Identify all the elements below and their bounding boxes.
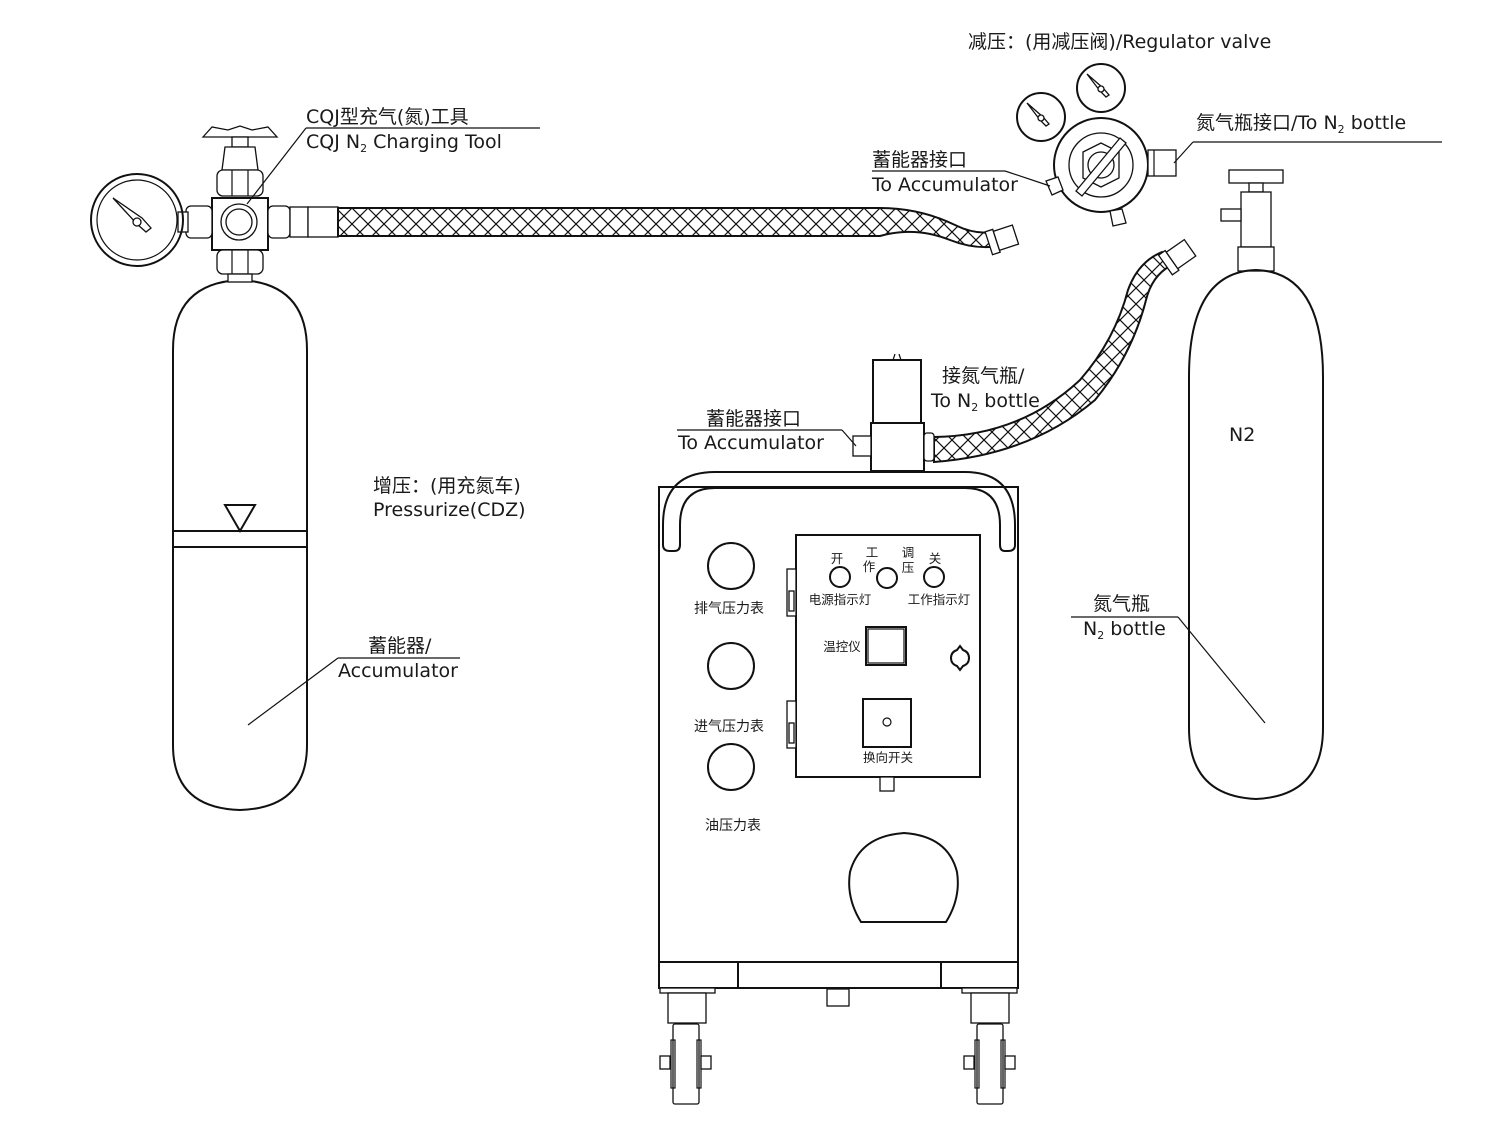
- lamp-off-label: 关: [929, 551, 942, 566]
- exhaust-pressure-label: 排气压力表: [694, 601, 764, 617]
- cart-to-accumulator-en: To Accumulator: [677, 432, 824, 454]
- n2-bottle-cn: 氮气瓶: [1093, 593, 1150, 615]
- regulator-title: 减压：(用减压阀)/Regulator valve: [968, 31, 1271, 53]
- temp-controller-label: 温控仪: [823, 639, 861, 654]
- caster-wheel-left: [659, 987, 716, 1105]
- accumulator-label: 蓄能器/ Accumulator: [247, 635, 460, 726]
- pressurize-label: 增压：(用充氮车) Pressurize(CDZ): [373, 475, 526, 521]
- regulator-to-bottle-label: 氮气瓶接口/To N2 bottle: [1173, 112, 1442, 164]
- n2-bottle-en: N: [1083, 618, 1097, 640]
- regulator-to-accumulator-label: 蓄能器接口 To Accumulator: [871, 149, 1051, 196]
- cqj-charging-tool: [90, 125, 339, 283]
- pressurize-en: Pressurize(CDZ): [373, 499, 526, 521]
- exhaust-pressure-gauge: 排气压力表: [694, 542, 764, 617]
- cart-opening: [848, 831, 959, 923]
- regulator-gauge-left-icon: [1016, 92, 1066, 142]
- cart-to-accumulator-label: 蓄能器接口 To Accumulator: [677, 408, 857, 454]
- reversing-switch[interactable]: [862, 698, 912, 748]
- work-label-bottom: 作: [863, 559, 876, 574]
- n2-bottle: N2: [1188, 169, 1324, 801]
- regulator-valve: [1016, 63, 1177, 227]
- charging-tool-en: CQJ N: [306, 131, 360, 153]
- fluid-level-triangle-icon: [223, 504, 257, 534]
- cart-to-accumulator-cn: 蓄能器接口: [706, 408, 801, 430]
- accumulator-cn: 蓄能器/: [368, 635, 432, 657]
- oil-pressure-label: 油压力表: [705, 818, 761, 834]
- svg-text:氮气瓶接口/To N2 bottle: 氮气瓶接口/To N2 bottle: [1196, 112, 1406, 136]
- bottle-hose: [933, 238, 1197, 464]
- charging-tool-cn: CQJ型充气(氮)工具: [306, 106, 469, 128]
- caster-wheel-right: [961, 987, 1018, 1105]
- oil-pressure-gauge: 油压力表: [705, 743, 761, 834]
- svg-text:To N2 bottle: To N2 bottle: [930, 390, 1040, 414]
- regulator-to-accumulator-en: To Accumulator: [871, 174, 1018, 196]
- cart-to-bottle-cn: 接氮气瓶/: [942, 365, 1025, 387]
- charging-cart: 排气压力表 进气压力表 油压力表 开 工 作 调 压 关: [658, 353, 1019, 1105]
- work-switch[interactable]: [876, 567, 898, 589]
- control-panel: 开 工 作 调 压 关 电源指示灯 工作指示灯 温控仪 换向开关: [786, 534, 981, 792]
- cart-to-bottle-label: 接氮气瓶/ To N2 bottle: [930, 365, 1040, 414]
- charging-tool-label: CQJ型充气(氮)工具 CQJ N2 Charging Tool: [246, 106, 540, 205]
- svg-text:CQJ N2 Charging Tool: CQJ N2 Charging Tool: [306, 131, 502, 155]
- work-indicator-label: 工作指示灯: [908, 592, 971, 607]
- reversing-switch-label: 换向开关: [863, 750, 913, 765]
- pressurize-cn: 增压：(用充氮车): [373, 475, 521, 497]
- intake-pressure-gauge: 进气压力表: [694, 642, 764, 735]
- adjust-label-top: 调: [902, 545, 915, 560]
- regulator-to-accumulator-cn: 蓄能器接口: [872, 149, 967, 171]
- n2-marking: N2: [1229, 424, 1255, 446]
- work-label-top: 工: [866, 545, 879, 560]
- regulator-to-bottle-text: 氮气瓶接口/To N: [1196, 112, 1338, 134]
- svg-text:N2 bottle: N2 bottle: [1083, 618, 1166, 642]
- lamp-on-label: 开: [831, 551, 844, 566]
- power-indicator-label: 电源指示灯: [809, 592, 872, 607]
- work-indicator-lamp: [923, 566, 945, 588]
- cart-to-bottle-en: To N: [930, 390, 971, 412]
- charging-hose: [337, 207, 1020, 256]
- n2-bottle-label: 氮气瓶 N2 bottle: [1071, 593, 1266, 724]
- adjust-label-bottom: 压: [902, 560, 915, 575]
- power-indicator-lamp: [829, 566, 851, 588]
- regulator-gauge-right-icon: [1076, 63, 1126, 113]
- pressure-gauge-icon: [90, 173, 184, 267]
- lock-icon: [949, 644, 971, 672]
- temp-controller[interactable]: [865, 626, 907, 666]
- accumulator: [172, 278, 308, 812]
- intake-pressure-label: 进气压力表: [694, 719, 764, 735]
- accumulator-en: Accumulator: [338, 660, 458, 682]
